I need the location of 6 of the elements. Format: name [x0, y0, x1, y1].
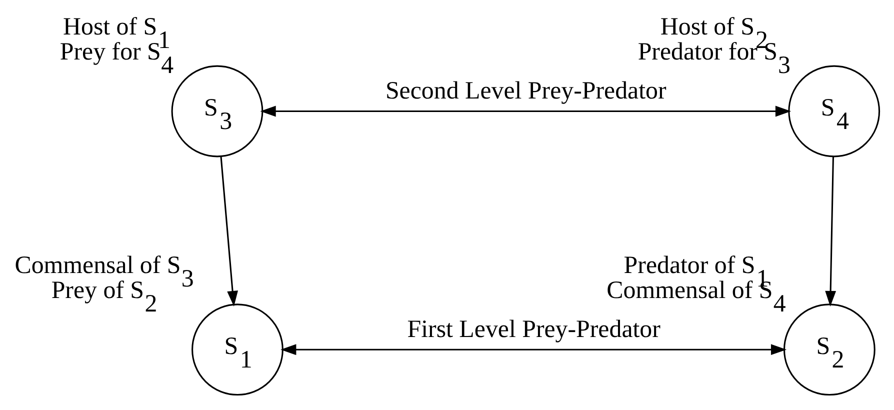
edge-label: Second Level Prey-Predator [385, 76, 666, 104]
arrow [260, 105, 792, 116]
arrow [220, 156, 238, 306]
arrow [825, 156, 836, 306]
arrow [280, 344, 787, 355]
edge-label: First Level Prey-Predator [407, 315, 660, 342]
